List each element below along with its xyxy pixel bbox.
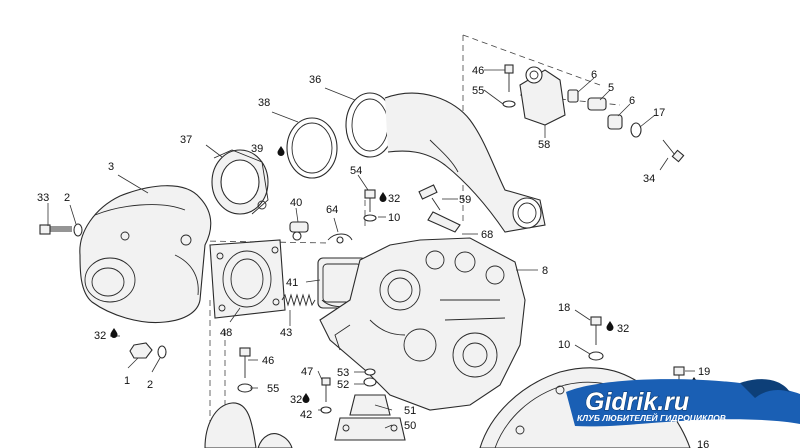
intake-duct-part-36 (345, 92, 546, 233)
callout-53: 53 (337, 367, 349, 379)
engine-mount-parts-50-53 (334, 368, 406, 441)
callout-52: 52 (337, 379, 349, 391)
callout-46-top: 46 (472, 65, 484, 77)
oil-drop-icon (379, 192, 387, 202)
callout-5: 5 (608, 82, 614, 94)
callout-50: 50 (404, 420, 416, 432)
callout-51: 51 (404, 405, 416, 417)
oil-drop-icon (277, 146, 285, 156)
callout-38: 38 (258, 97, 270, 109)
bushing-part-6-a (567, 89, 579, 103)
engine-block-part-8 (319, 237, 526, 411)
bolt-part-33 (39, 223, 83, 237)
callout-37: 37 (180, 134, 192, 146)
callout-42: 42 (300, 409, 312, 421)
sensor-part-59 (418, 184, 441, 211)
callout-3: 3 (108, 161, 114, 173)
bolt-part-46-lower (237, 347, 253, 393)
callout-55-lower: 55 (267, 383, 279, 395)
callout-18: 18 (558, 302, 570, 314)
callout-32-a: 32 (388, 193, 400, 205)
callout-36: 36 (309, 74, 321, 86)
bolt-part-47 (320, 377, 332, 414)
nut-part-1 (129, 342, 153, 359)
fitting-part-40 (289, 221, 309, 241)
clip-part-68 (427, 211, 461, 233)
callout-32-d: 32 (94, 330, 106, 342)
bushing-part-6-b (607, 114, 623, 130)
lower-center-part (257, 433, 293, 448)
callout-39: 39 (251, 143, 263, 155)
oil-drop-icon (606, 321, 614, 332)
callout-33: 33 (37, 192, 49, 204)
washer-part-17 (630, 122, 642, 138)
logo-brand-text: Gidrik.ru (585, 388, 689, 416)
callout-6-b: 6 (629, 95, 635, 107)
clip-part-64 (327, 233, 353, 244)
lower-bracket-part (204, 402, 257, 448)
callout-6-a: 6 (591, 69, 597, 81)
callout-10-b: 10 (558, 339, 570, 351)
callout-47: 47 (301, 366, 313, 378)
callout-1: 1 (124, 375, 130, 387)
callout-64: 64 (326, 204, 338, 216)
callout-48: 48 (220, 327, 232, 339)
callout-41: 41 (286, 277, 298, 289)
callout-40: 40 (290, 197, 302, 209)
gidrik-watermark-logo: Gidrik.ru КЛУБ ЛЮБИТЕЛЕЙ ГИДРОЦИКЛОВ (566, 379, 800, 427)
sleeve-part-5 (587, 97, 607, 111)
callout-58: 58 (538, 139, 550, 151)
callout-54: 54 (350, 165, 362, 177)
bolt-part-34 (662, 139, 685, 163)
callout-34: 34 (643, 173, 655, 185)
callout-43: 43 (280, 327, 292, 339)
leader-lines (47, 69, 695, 429)
callout-55-top: 55 (472, 85, 484, 97)
washer-part-2-lower (157, 345, 167, 359)
callout-10-a: 10 (388, 212, 400, 224)
spring-part-43 (281, 293, 316, 307)
oil-drop-icon (302, 393, 310, 403)
callout-labels: 33 2 3 37 38 36 39 40 64 41 43 48 54 32 … (37, 65, 713, 448)
intake-adapter-part-48 (209, 239, 286, 319)
callout-17: 17 (653, 107, 665, 119)
logo-tagline-text: КЛУБ ЛЮБИТЕЛЕЙ ГИДРОЦИКЛОВ (577, 412, 726, 423)
bolt-part-46-top (502, 64, 516, 108)
bolt-part-54 (363, 189, 377, 222)
callout-19: 19 (698, 366, 710, 378)
callout-46-lower: 46 (262, 355, 274, 367)
callout-2: 2 (64, 192, 70, 204)
bolt-part-18 (588, 316, 604, 361)
bracket-part-58 (519, 66, 566, 126)
callout-8: 8 (542, 265, 548, 277)
throttle-ring-part-37 (211, 149, 269, 215)
gasket-ring-part-38 (286, 117, 338, 179)
callout-16: 16 (697, 439, 709, 448)
callout-32-e: 32 (290, 394, 302, 406)
callout-32-b: 32 (617, 323, 629, 335)
callout-59: 59 (459, 194, 471, 206)
callout-68: 68 (481, 229, 493, 241)
callout-2-lower: 2 (147, 379, 153, 391)
oil-drop-icon (110, 328, 118, 339)
valve-cover-part-3 (79, 185, 212, 324)
